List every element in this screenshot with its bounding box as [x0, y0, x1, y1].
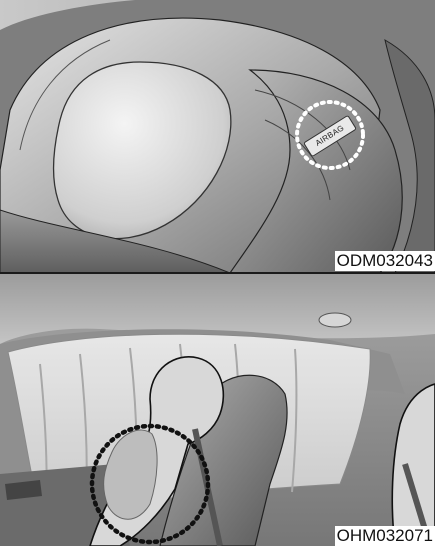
- seat-airbag-illustration: AIRBAG ODM032043: [0, 0, 435, 273]
- seat-drawing: [0, 0, 435, 273]
- curtain-airbag-illustration: OHM032071: [0, 274, 435, 546]
- image-code-top: ODM032043: [335, 251, 435, 271]
- cabin-drawing: [0, 274, 435, 546]
- image-code-bottom: OHM032071: [335, 526, 435, 546]
